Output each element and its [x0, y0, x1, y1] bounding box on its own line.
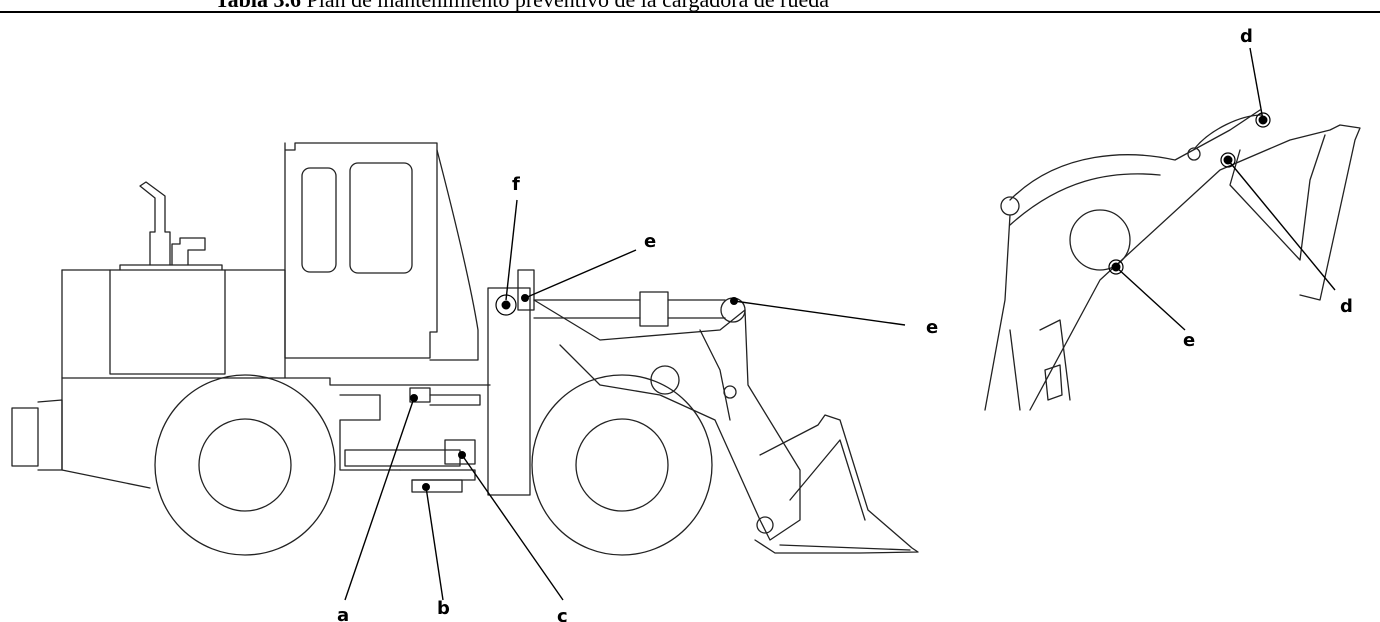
- hood-panel: [109, 269, 226, 375]
- cab-window-right: [349, 162, 413, 274]
- label-b: b: [437, 598, 450, 619]
- cab-window-left: [301, 167, 337, 273]
- leader-b: [425, 486, 444, 601]
- detail-tilt-link: [1194, 114, 1263, 149]
- detail-cylinder: [1009, 319, 1071, 411]
- detail-pin-mid: [1187, 147, 1201, 161]
- driveshaft-b: [411, 479, 463, 493]
- label-d2: d: [1340, 296, 1353, 317]
- chassis-mid: [339, 394, 401, 471]
- bucket-pin: [756, 516, 774, 534]
- rear-wheel-outer: [154, 374, 336, 556]
- lube-ring-d2: [1220, 152, 1236, 168]
- caption-text: Plan de mantenimiento preventivo de la c…: [307, 0, 830, 12]
- rear-wheel-rim: [198, 418, 292, 512]
- cab: [284, 142, 438, 359]
- rear-bumper: [37, 399, 63, 471]
- detail-frame-left: [984, 214, 1011, 411]
- lift-arm: [533, 299, 801, 541]
- tilt-cylinder-barrel: [667, 299, 726, 319]
- detail-lift-arm: [1029, 124, 1361, 411]
- transmission-shaft: [429, 394, 481, 406]
- hub-c: [444, 439, 476, 465]
- bell-crank: [699, 329, 731, 421]
- rear-body: [61, 269, 151, 489]
- bucket-edge: [779, 544, 911, 551]
- caption-rule: [0, 11, 1380, 13]
- caption: Tabla 3.6 Plan de mantenimiento preventi…: [0, 0, 1380, 12]
- front-wheel-outer: [531, 374, 713, 556]
- leader-e2: [733, 300, 906, 326]
- lube-ring-d1: [1255, 112, 1271, 128]
- leader-d1: [1249, 47, 1264, 121]
- bell-crank-pin: [723, 385, 737, 399]
- detail-pin-upper-left: [1000, 196, 1020, 216]
- detail-upper-link: [1009, 109, 1261, 201]
- leader-d2: [1227, 159, 1336, 291]
- chassis-top: [284, 377, 491, 386]
- lube-point-f: [501, 300, 511, 310]
- lube-ring-e3: [1108, 259, 1124, 275]
- leader-a: [344, 397, 415, 601]
- bucket: [754, 414, 919, 554]
- label-e2: e: [926, 317, 938, 338]
- detail-link-inner: [1009, 173, 1161, 226]
- cab-front-glass: [429, 149, 479, 361]
- label-c: c: [557, 606, 568, 622]
- detail-main-pivot: [1069, 209, 1131, 271]
- bell-crank-pivot: [650, 365, 680, 395]
- axle-housing: [344, 449, 461, 467]
- label-d1: d: [1240, 26, 1253, 47]
- loader-detail-view: [984, 109, 1361, 411]
- lower-frame: [399, 469, 476, 481]
- label-e1: e: [644, 231, 656, 252]
- rear-counterweight: [11, 407, 39, 467]
- label-f: f: [512, 174, 520, 195]
- engine-hood: [61, 269, 286, 379]
- label-a: a: [337, 605, 349, 622]
- front-frame: [487, 287, 531, 496]
- exhaust-stack: [139, 181, 171, 266]
- bucket-inner: [789, 439, 866, 521]
- tilt-cylinder-rod: [533, 299, 641, 319]
- leader-c: [461, 454, 564, 601]
- caption-prefix: Tabla 3.6: [215, 0, 301, 12]
- label-e3: e: [1183, 330, 1195, 351]
- hood-top: [119, 264, 223, 271]
- air-intake: [171, 237, 206, 266]
- front-wheel-rim: [575, 418, 669, 512]
- leader-e3: [1115, 266, 1186, 331]
- loader-side-view: [11, 142, 919, 556]
- pivot-plate: [517, 269, 535, 311]
- detail-bucket: [1229, 134, 1326, 261]
- tilt-cylinder-body: [639, 291, 669, 327]
- leader-f: [505, 199, 518, 301]
- leader-e1: [524, 249, 637, 299]
